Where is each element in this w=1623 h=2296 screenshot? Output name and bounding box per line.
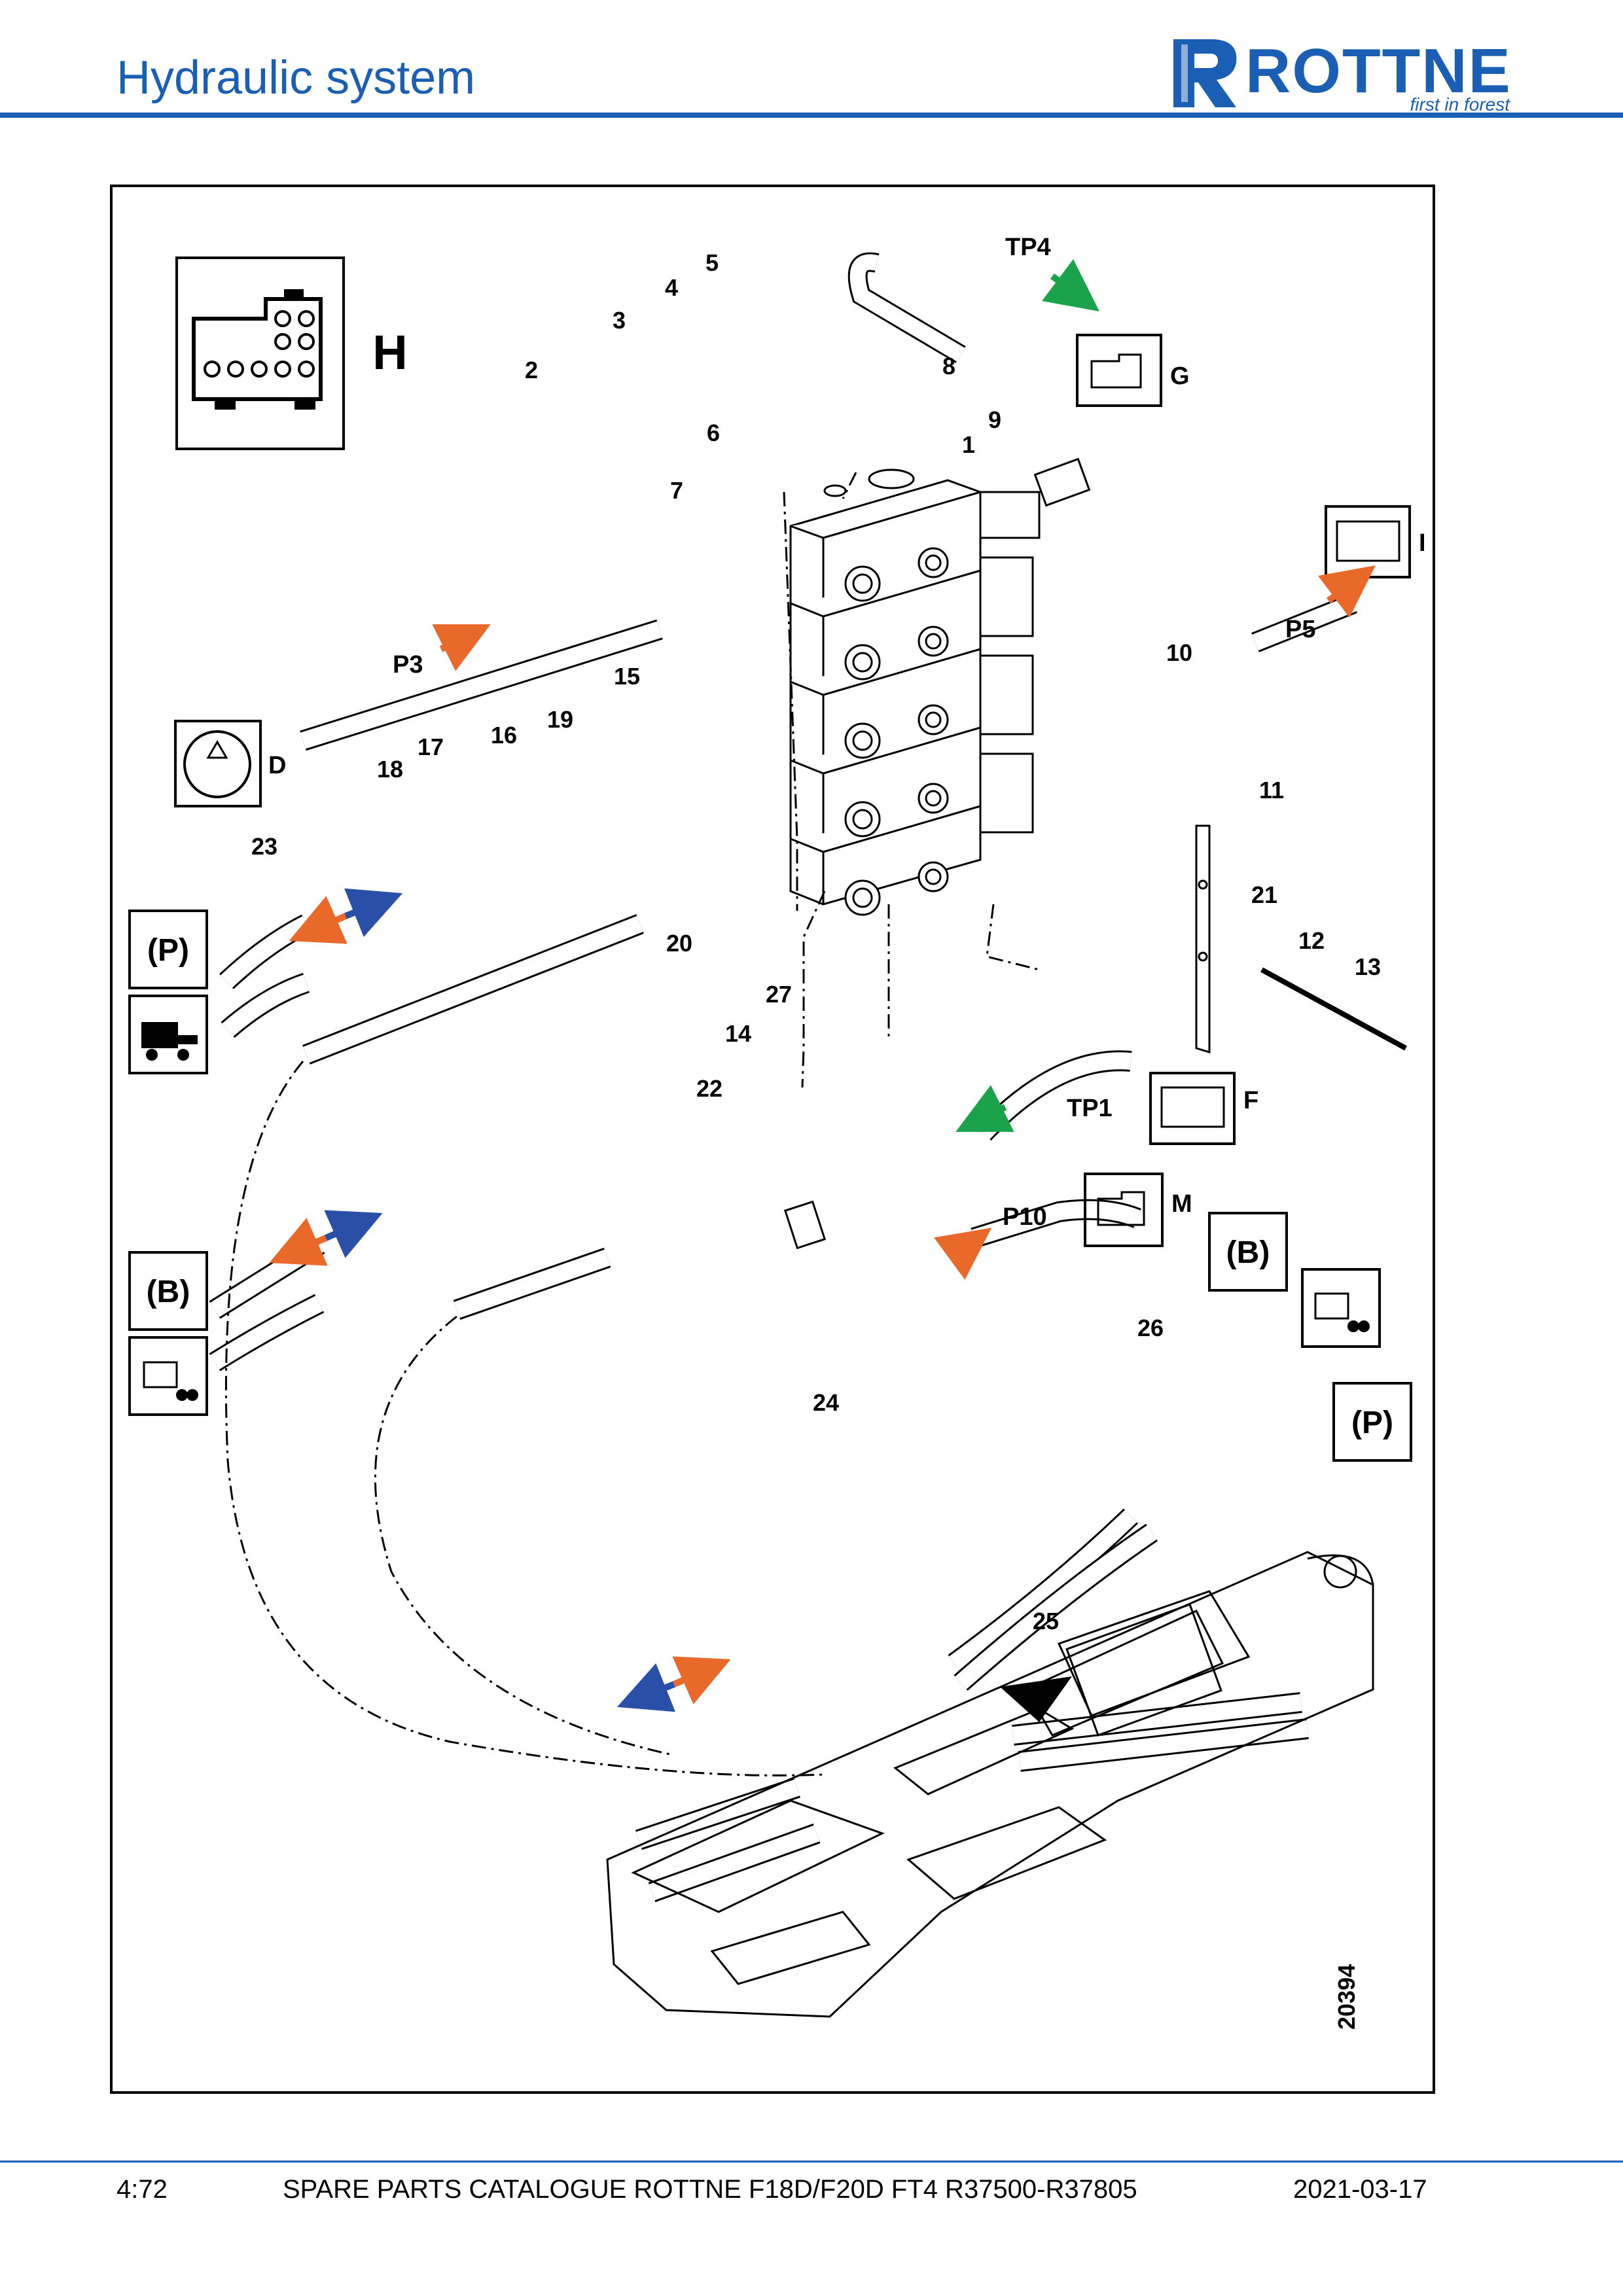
flow-arrows (269, 259, 1376, 1712)
connector-m-symbol: M (1084, 1173, 1192, 1247)
callout-4: 4 (665, 274, 678, 301)
callout-27: 27 (766, 981, 792, 1008)
callout-2: 2 (525, 357, 538, 383)
callout-21: 21 (1251, 881, 1277, 908)
connector-label-g: G (1170, 362, 1190, 390)
machine-icon (128, 995, 208, 1074)
hydraulic-exploded-diagram: H (128, 234, 1426, 2030)
parking-brake-icon-right: (P) (1332, 1382, 1412, 1462)
callout-18: 18 (377, 756, 403, 783)
pressure-gauge-symbol: D (174, 720, 286, 807)
figure-number: 20394 (1333, 1964, 1360, 2030)
connector-label-d: D (268, 752, 286, 779)
callout-7: 7 (670, 477, 683, 504)
header-divider (0, 113, 1623, 118)
port-p10: P10 (1003, 1203, 1047, 1231)
callout-11: 11 (1259, 777, 1284, 804)
parking-brake-symbol-text-right: (P) (1351, 1405, 1393, 1440)
callout-6: 6 (707, 419, 720, 446)
port-tp1: TP1 (1067, 1095, 1113, 1122)
callout-10: 10 (1166, 639, 1192, 666)
callout-20: 20 (666, 930, 692, 957)
parking-brake-symbol-text: (P) (147, 933, 189, 968)
connector-label-f: F (1243, 1087, 1258, 1114)
callout-17: 17 (418, 733, 444, 760)
footer-page-number: 4:72 (116, 2175, 168, 2204)
footer-divider (0, 2161, 1623, 2163)
callout-23: 23 (251, 833, 277, 860)
location-pointer-arrow (1000, 1676, 1072, 1722)
port-p3: P3 (393, 651, 423, 679)
callout-13: 13 (1355, 953, 1381, 980)
routing-lines (224, 472, 1040, 1776)
callout-9: 9 (988, 406, 1001, 433)
footer-catalogue-title: SPARE PARTS CATALOGUE ROTTNE F18D/F20D F… (283, 2175, 1137, 2204)
machine-icon-right (1301, 1268, 1381, 1348)
callout-22: 22 (696, 1075, 722, 1102)
callout-16: 16 (491, 722, 517, 749)
port-labels: TP4 TP1 P3 P5 P10 (393, 234, 1315, 1231)
connector-h-symbol: H (175, 256, 408, 450)
parking-brake-icon: (P) (128, 910, 208, 989)
brake-icon-right: (B) (1208, 1212, 1288, 1292)
diagram-frame (110, 185, 1435, 2094)
footer-date: 2021-03-17 (1293, 2175, 1427, 2204)
brand-tagline: first in forest (1410, 94, 1510, 115)
connector-label-h: H (372, 325, 407, 380)
callout-labels: 1 2 3 4 5 6 7 8 9 10 11 12 13 14 15 16 1… (251, 249, 1381, 1634)
callout-15: 15 (614, 663, 640, 690)
callout-25: 25 (1033, 1608, 1059, 1634)
connector-i-symbol: I (1325, 505, 1426, 578)
callout-8: 8 (942, 353, 955, 380)
brake-icon: (B) (128, 1251, 208, 1331)
callout-1: 1 (962, 431, 975, 458)
brake-symbol-text: (B) (147, 1275, 190, 1309)
connector-f-symbol: F (1149, 1072, 1258, 1145)
machine-frame-illustration (606, 1551, 1374, 2018)
connector-g-symbol: G (1076, 334, 1190, 407)
brake-symbol-text-right: (B) (1226, 1235, 1270, 1270)
callout-26: 26 (1137, 1315, 1164, 1341)
hoses (209, 252, 1357, 1903)
page-title: Hydraulic system (116, 52, 476, 104)
port-p5: P5 (1285, 616, 1315, 643)
rottne-logo: ROTTNE first in forest (1168, 34, 1515, 115)
callout-3: 3 (613, 307, 626, 334)
bracket-part (783, 824, 1407, 1250)
connector-label-m: M (1171, 1190, 1192, 1218)
valve-block (789, 457, 1091, 916)
callout-19: 19 (547, 706, 573, 733)
callout-24: 24 (813, 1389, 839, 1416)
connector-label-i: I (1419, 529, 1426, 557)
rottne-r-mark-icon (1173, 39, 1237, 107)
port-tp4: TP4 (1005, 234, 1051, 261)
callout-12: 12 (1298, 927, 1325, 954)
callout-14: 14 (725, 1020, 751, 1047)
brand-name: ROTTNE (1245, 36, 1512, 106)
callout-5: 5 (705, 249, 719, 276)
machine-icon-2 (128, 1336, 208, 1416)
